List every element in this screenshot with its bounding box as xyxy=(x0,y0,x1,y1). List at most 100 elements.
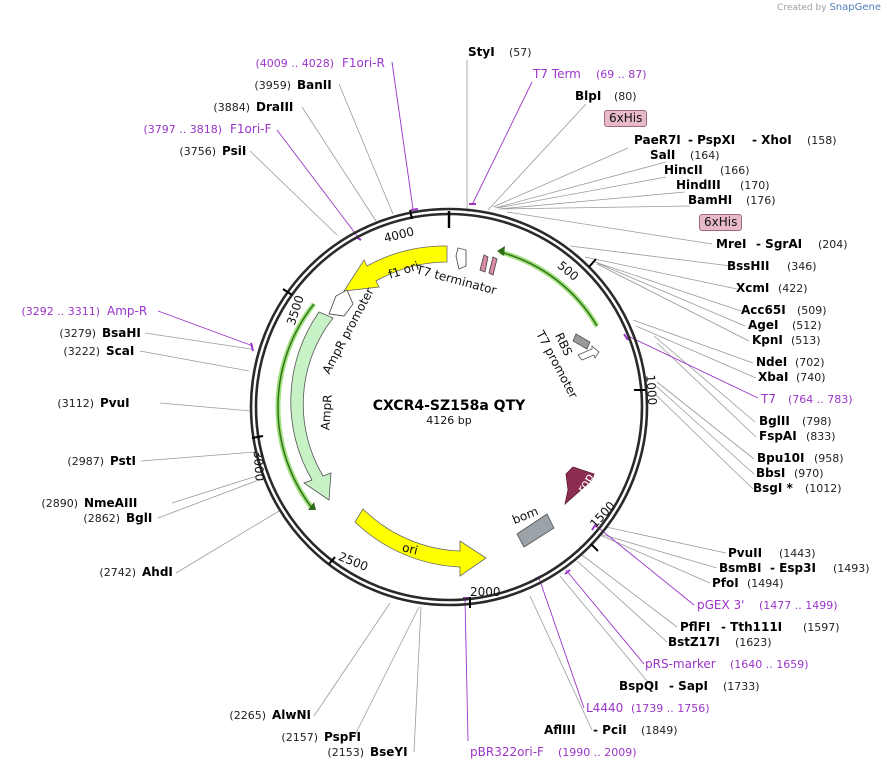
site-xcmi-pos: (422) xyxy=(778,282,808,295)
site-paer7i-name[interactable]: PaeR7I xyxy=(634,133,681,147)
site-pspfi-name[interactable]: PspFI xyxy=(324,730,361,744)
primer-pbr322-name[interactable]: pBR322ori-F xyxy=(470,745,544,759)
site-pvuii-name[interactable]: PvuII xyxy=(728,546,762,560)
primer-l4440-name[interactable]: L4440 xyxy=(586,701,623,715)
site-bsgi-pos: (1012) xyxy=(805,482,842,495)
primer-pgex3-name[interactable]: pGEX 3' xyxy=(697,598,744,612)
primer-t7term-name[interactable]: T7 Term xyxy=(532,67,581,81)
ori-arrow[interactable] xyxy=(354,508,487,577)
site-blpi-name[interactable]: BlpI xyxy=(575,89,601,103)
site-pflfi-pos: (1597) xyxy=(803,621,840,634)
tick-2500: 2500 xyxy=(336,549,370,573)
t7-terminator-arrow[interactable] xyxy=(455,247,467,270)
site-ndei-name[interactable]: NdeI xyxy=(756,355,787,369)
primer-t7-range: (764 .. 783) xyxy=(788,393,853,406)
site-sali-pos: (164) xyxy=(690,149,720,162)
site-xbai-name[interactable]: XbaI xyxy=(758,370,788,384)
site-psti-name[interactable]: PstI xyxy=(110,454,136,468)
primer-prsmarker-range: (1640 .. 1659) xyxy=(730,658,809,671)
primer-t7-name[interactable]: T7 xyxy=(760,392,776,406)
backbone-outer xyxy=(249,207,649,607)
primer-f1orif-name[interactable]: F1ori-F xyxy=(230,122,271,136)
primer-ampr-name[interactable]: Amp-R xyxy=(107,304,147,318)
rbs-box[interactable] xyxy=(572,333,591,350)
site-psii-pos: (3756) xyxy=(179,145,216,158)
site-xcmi-name[interactable]: XcmI xyxy=(736,281,769,295)
site-afliii-name[interactable]: AflIII xyxy=(544,723,576,737)
site-bglii-pos: (798) xyxy=(802,415,832,428)
ampr-promoter-arrow[interactable] xyxy=(328,289,354,317)
f1-ori-arrow[interactable] xyxy=(343,245,448,292)
primer-f1orir-name[interactable]: F1ori-R xyxy=(342,56,385,70)
site-mrei-name[interactable]: MreI xyxy=(716,237,746,251)
site-bglii-name[interactable]: BglII xyxy=(759,414,790,428)
site-bsahi-name[interactable]: BsaHI xyxy=(102,326,141,340)
site-bsgi-name[interactable]: BsgI * xyxy=(753,481,794,495)
site-banii-name[interactable]: BanII xyxy=(297,78,332,92)
site-sapi-name[interactable]: - SapI xyxy=(669,679,708,693)
site-acc65i-name[interactable]: Acc65I xyxy=(741,303,786,317)
plasmid-name: CXCR4-SZ158a QTY xyxy=(373,398,526,414)
site-paer7i-pos: (158) xyxy=(807,134,837,147)
site-scai-name[interactable]: ScaI xyxy=(106,344,134,358)
site-pspxi-name[interactable]: - PspXI xyxy=(688,133,735,147)
site-pfoi-name[interactable]: PfoI xyxy=(712,576,739,590)
site-ndei-pos: (702) xyxy=(795,356,825,369)
gene-arc[interactable] xyxy=(499,249,600,328)
site-pvuii-pos: (1443) xyxy=(779,547,816,560)
site-kpni-name[interactable]: KpnI xyxy=(752,333,783,347)
6xhis-feature-2[interactable] xyxy=(488,256,498,276)
site-bstz17i-name[interactable]: BstZ17I xyxy=(668,635,720,649)
site-nmeaiii-name[interactable]: NmeAIII xyxy=(84,496,137,510)
tick-3000: 3000 xyxy=(251,450,267,481)
site-bgli-name[interactable]: BglI xyxy=(126,511,152,525)
tick-2000: 2000 xyxy=(470,585,501,599)
site-pfoi-pos: (1494) xyxy=(747,577,784,590)
site-hincii-name[interactable]: HincII xyxy=(664,163,703,177)
ampr-arrow[interactable] xyxy=(290,311,334,501)
site-bpu10i-pos: (958) xyxy=(814,452,844,465)
site-alwni-name[interactable]: AlwNI xyxy=(272,708,311,722)
site-bbsi-name[interactable]: BbsI xyxy=(756,466,785,480)
credit-prefix: Created by xyxy=(777,3,827,13)
bom-box[interactable] xyxy=(516,513,555,548)
site-bamhi-pos: (176) xyxy=(746,194,776,207)
site-draiii-name[interactable]: DraIII xyxy=(256,100,293,114)
primer-pgex3-range: (1477 .. 1499) xyxy=(759,599,838,612)
site-sali-name[interactable]: SalI xyxy=(650,148,675,162)
site-bpu10i-name[interactable]: Bpu10I xyxy=(757,451,804,465)
site-styi-pos: (57) xyxy=(509,46,532,59)
site-sgrai-name[interactable]: - SgrAI xyxy=(756,237,802,251)
site-bspqi-name[interactable]: BspQI xyxy=(619,679,659,693)
primer-prsmarker-name[interactable]: pRS-marker xyxy=(645,657,716,671)
site-xhoi-name[interactable]: - XhoI xyxy=(752,133,792,147)
site-esp3i-name[interactable]: - Esp3I xyxy=(770,561,816,575)
site-fspai-name[interactable]: FspAI xyxy=(759,429,797,443)
snapgene-credit: Created by SnapGene xyxy=(777,2,881,13)
6xhis-tag-1[interactable]: 6xHis xyxy=(604,110,648,127)
site-alwni-pos: (2265) xyxy=(229,709,266,722)
site-agei-name[interactable]: AgeI xyxy=(748,318,778,332)
site-ahdi-name[interactable]: AhdI xyxy=(142,565,173,579)
site-fspai-pos: (833) xyxy=(806,430,836,443)
rop-arrow[interactable] xyxy=(564,466,595,506)
site-pvui-name[interactable]: PvuI xyxy=(100,396,130,410)
site-banii-pos: (3959) xyxy=(254,79,291,92)
site-tth111i-name[interactable]: - Tth111I xyxy=(721,620,782,634)
t7-promoter-arrow[interactable] xyxy=(577,345,600,361)
ampr-outer-arc-head xyxy=(308,502,316,510)
site-pcii-name[interactable]: - PciI xyxy=(593,723,627,737)
site-bamhi-name[interactable]: BamHI xyxy=(688,193,732,207)
6xhis-feature-1[interactable] xyxy=(479,254,489,273)
site-pvui-pos: (3112) xyxy=(57,397,94,410)
site-bsmbi-name[interactable]: BsmBI xyxy=(719,561,761,575)
site-styi-name[interactable]: StyI xyxy=(468,45,495,59)
site-bseyi-name[interactable]: BseYI xyxy=(370,745,408,759)
primer-pbr322-range: (1990 .. 2009) xyxy=(558,746,637,759)
site-psii-name[interactable]: PsiI xyxy=(222,144,246,158)
6xhis-tag-2[interactable]: 6xHis xyxy=(699,214,743,231)
site-hindiii-name[interactable]: HindIII xyxy=(676,178,721,192)
site-pflfi-name[interactable]: PflFI xyxy=(680,620,710,634)
site-bsshii-name[interactable]: BssHII xyxy=(727,259,769,273)
